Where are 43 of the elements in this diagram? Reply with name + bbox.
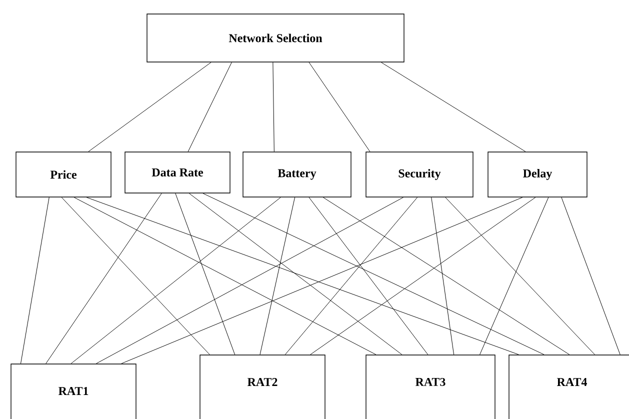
connector-line (20, 197, 50, 364)
node-label: Delay (523, 169, 552, 180)
connector-line (96, 197, 404, 364)
connector-line (188, 193, 402, 355)
node-label: RAT3 (415, 378, 446, 386)
node-label: RAT2 (247, 378, 278, 386)
connector-line (561, 197, 620, 355)
node-label: Battery (278, 169, 316, 180)
connector-line (202, 193, 544, 355)
alternative-box (366, 354, 496, 419)
node-label: Price (50, 170, 77, 179)
criterion-box (488, 152, 588, 198)
connector-line (308, 62, 370, 152)
connector-line (61, 197, 210, 355)
connector-line (310, 197, 536, 355)
criterion-box (242, 152, 352, 198)
criterion-box (16, 152, 112, 198)
connector-line (308, 197, 428, 355)
connector-line (431, 197, 454, 355)
goal-box (146, 14, 404, 62)
connector-line (445, 197, 596, 355)
connector-line (260, 197, 296, 355)
connector-line (272, 62, 274, 152)
criterion-box (366, 152, 474, 198)
alternative-box (508, 354, 629, 419)
connector-line (322, 197, 570, 355)
connector-line (284, 197, 418, 355)
connector-line (46, 193, 162, 364)
node-label: Data Rate (152, 168, 204, 176)
node-label: RAT4 (556, 378, 587, 386)
node-label: Security (398, 169, 441, 180)
connector-line (70, 197, 281, 364)
alternative-box (200, 354, 326, 419)
alternative-box (10, 364, 136, 419)
connector-line (175, 193, 236, 355)
criterion-box (124, 152, 230, 194)
node-label: Network Selection (228, 34, 322, 42)
connector-line (74, 197, 376, 355)
connector-line (480, 197, 549, 355)
connector-line (88, 62, 212, 152)
connector-line (188, 62, 232, 152)
connector-line (380, 62, 526, 152)
node-label: RAT1 (58, 387, 88, 395)
